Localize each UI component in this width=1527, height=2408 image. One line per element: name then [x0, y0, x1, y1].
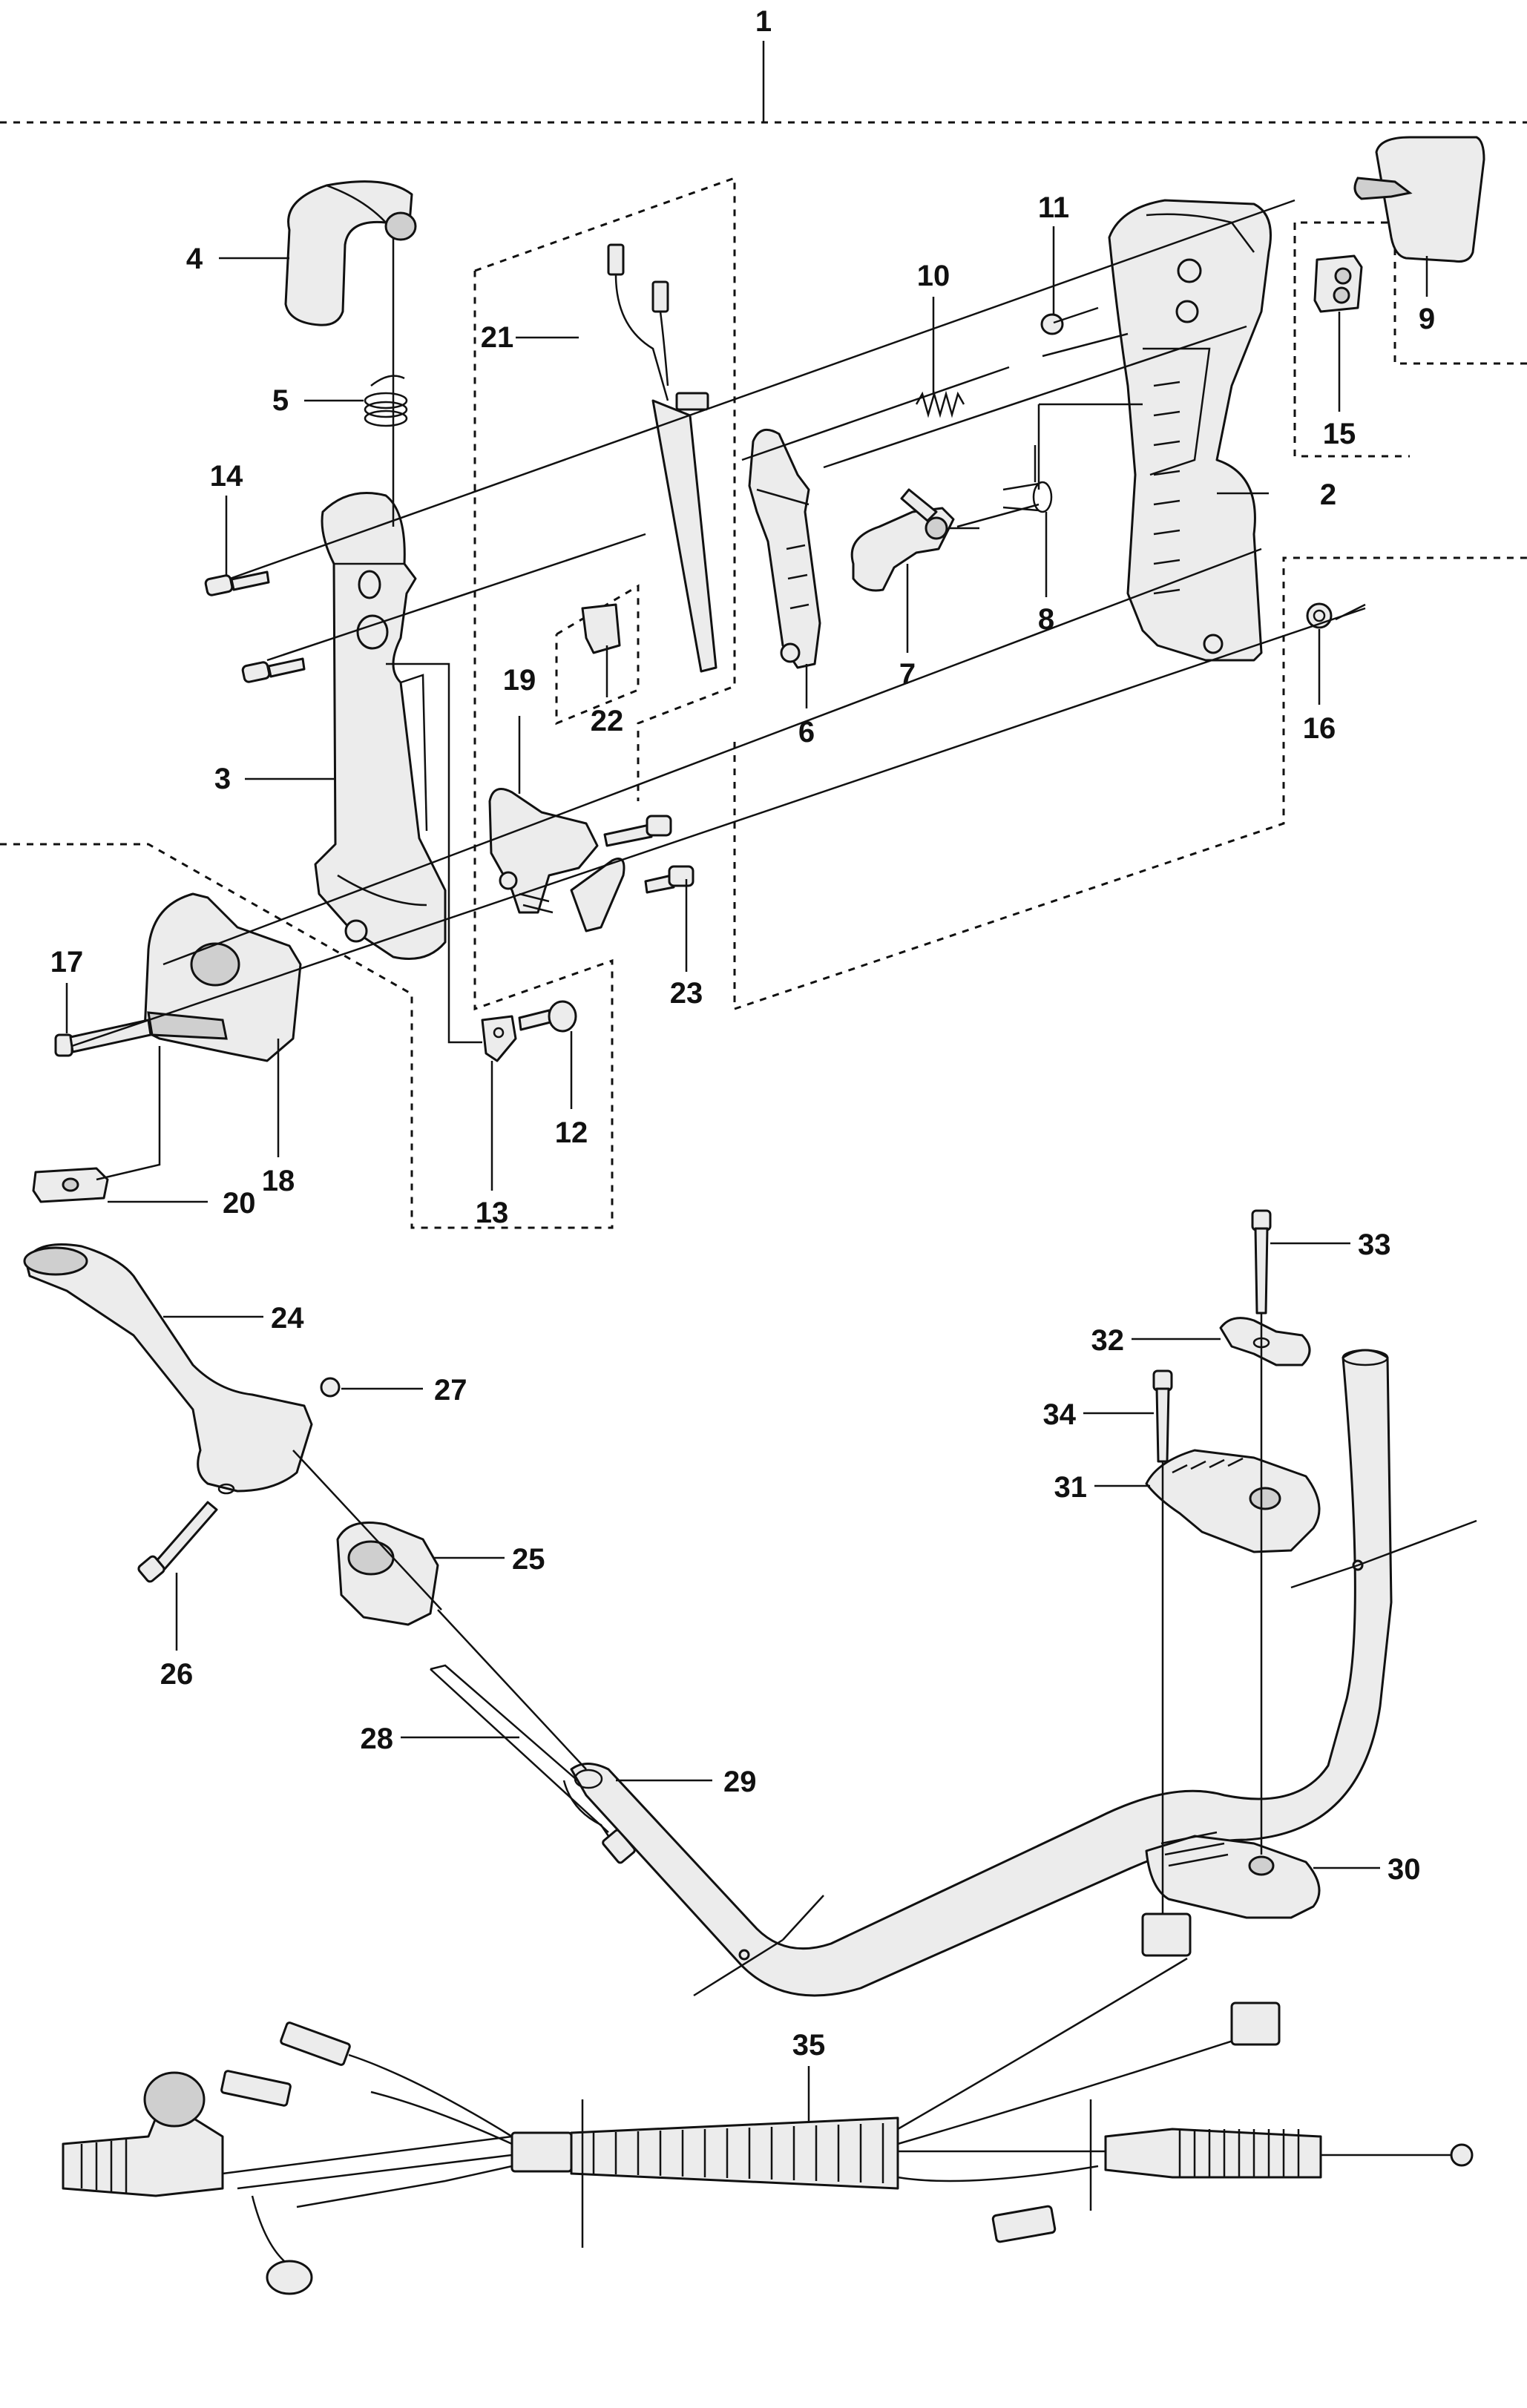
callout-27: 27	[434, 1374, 467, 1407]
part-10-spring	[915, 390, 965, 418]
leader-lines	[65, 41, 1428, 2122]
part-13-bracket	[481, 1015, 517, 1062]
callout-3: 3	[214, 763, 231, 795]
callout-labels: 1 2 3 4 5 6 7 8 9 10 11 12 13 14 15 16 1…	[50, 5, 1435, 2062]
callout-12: 12	[555, 1116, 588, 1149]
part-9-knob	[1353, 136, 1485, 263]
part-7-lever	[850, 488, 979, 592]
callout-20: 20	[223, 1187, 256, 1220]
part-35-wire-harness	[62, 1912, 1474, 2295]
callout-7: 7	[899, 658, 916, 691]
part-3-left-handle-half	[314, 492, 447, 960]
callout-15: 15	[1323, 418, 1356, 450]
part-20-switch	[32, 1167, 109, 1203]
callout-10: 10	[917, 260, 950, 292]
part-17-screw	[54, 1019, 152, 1057]
part-12-screw	[518, 1000, 577, 1033]
callout-5: 5	[272, 384, 289, 417]
group-boundaries	[0, 121, 1527, 1229]
callout-33: 33	[1358, 1228, 1391, 1261]
callout-30: 30	[1388, 1853, 1421, 1886]
part-31-upper-clamp	[1145, 1449, 1321, 1553]
part-14-screws	[204, 570, 306, 683]
part-22-clip	[581, 603, 621, 654]
part-15-switch	[1313, 254, 1363, 313]
callout-29: 29	[723, 1766, 757, 1798]
callout-19: 19	[503, 664, 536, 697]
part-5-spring	[364, 375, 408, 427]
callout-22: 22	[591, 705, 624, 737]
callout-28: 28	[361, 1723, 394, 1755]
part-2-right-handle-half	[1108, 199, 1272, 662]
part-24-grip	[23, 1243, 313, 1495]
callout-18: 18	[262, 1165, 295, 1197]
part-6-throttle-trigger	[748, 428, 821, 669]
callout-23: 23	[670, 977, 703, 1010]
part-4-lockout-lever	[284, 180, 417, 326]
callout-17: 17	[50, 946, 84, 978]
part-25-clamp	[336, 1522, 439, 1626]
part-11-nut	[1040, 313, 1064, 335]
part-26-screw	[137, 1501, 218, 1583]
callout-25: 25	[512, 1543, 545, 1576]
callout-8: 8	[1038, 603, 1054, 636]
callout-26: 26	[160, 1658, 194, 1691]
callout-4: 4	[186, 243, 203, 275]
part-30-lower-clamp	[1145, 1831, 1321, 1919]
callout-13: 13	[476, 1197, 509, 1229]
part-19-bracket	[488, 788, 625, 932]
callout-35: 35	[792, 2029, 826, 2062]
callout-24: 24	[271, 1302, 304, 1335]
callout-21: 21	[481, 321, 514, 354]
part-33-bolt	[1251, 1209, 1272, 1315]
part-34-bolt	[1152, 1369, 1173, 1463]
callout-16: 16	[1303, 712, 1336, 745]
callout-1: 1	[755, 5, 772, 38]
callout-6: 6	[798, 716, 815, 749]
part-8-spring	[1002, 445, 1053, 513]
callout-9: 9	[1419, 303, 1435, 335]
part-32-wing-nut	[1219, 1317, 1311, 1366]
callout-2: 2	[1320, 478, 1336, 511]
callout-14: 14	[210, 460, 243, 493]
callout-31: 31	[1054, 1471, 1088, 1504]
assembly-axis-lines	[71, 199, 1477, 2248]
part-21-cable	[607, 243, 717, 673]
callout-11: 11	[1038, 191, 1069, 224]
part-18-cover	[143, 892, 302, 1062]
callout-32: 32	[1091, 1324, 1125, 1357]
callout-34: 34	[1043, 1398, 1077, 1431]
part-27-nut	[320, 1377, 341, 1398]
part-23-screws	[603, 815, 694, 894]
